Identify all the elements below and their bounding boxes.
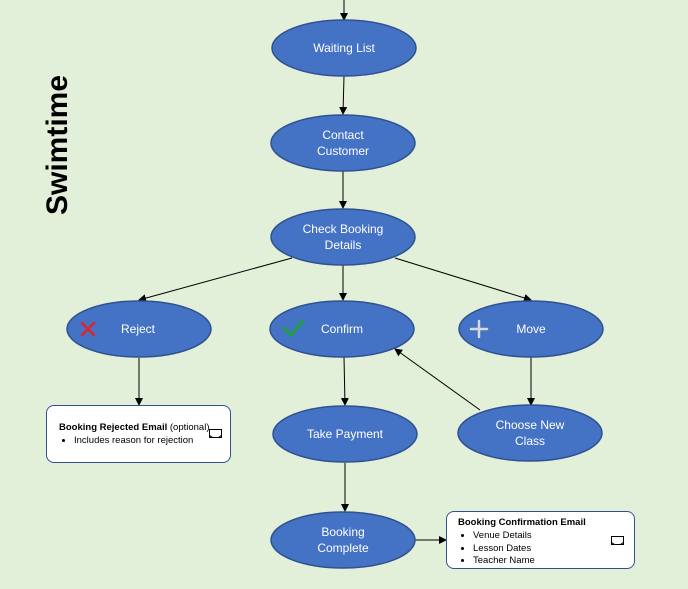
note-title: Booking Rejected Email (optional): [59, 422, 230, 433]
note-title-text: Booking Rejected Email: [59, 422, 168, 433]
node-label-line2: Complete: [317, 541, 369, 555]
node-label: Confirm: [321, 322, 363, 336]
list-item: Lesson Dates: [473, 543, 634, 556]
node-label-line2: Customer: [317, 144, 369, 158]
node-check-booking-details[interactable]: Check Booking Details: [270, 208, 416, 266]
node-label-line2: Details: [325, 238, 362, 252]
confirmation-email-note: Booking Confirmation Email Venue Details…: [446, 511, 635, 569]
node-choose-new-class[interactable]: Choose New Class: [457, 404, 603, 462]
list-item: Venue Details: [473, 530, 634, 543]
note-list: Includes reason for rejection: [59, 435, 230, 448]
note-list: Venue Details Lesson Dates Teacher Name: [458, 530, 634, 568]
arrow-choose-to-confirm: [394, 348, 481, 411]
checkmark-icon: [282, 319, 305, 337]
list-item: Includes reason for rejection: [74, 435, 230, 448]
arrow-check-to-move: [394, 257, 532, 302]
node-label: Move: [516, 322, 546, 336]
node-contact-customer[interactable]: Contact Customer: [270, 114, 416, 172]
cross-icon: [80, 321, 96, 337]
note-title-suffix: (optional): [167, 422, 210, 433]
envelope-icon: [209, 429, 222, 438]
note-title: Booking Confirmation Email: [458, 517, 586, 528]
node-label-line2: Class: [515, 434, 545, 448]
node-booking-complete[interactable]: Booking Complete: [270, 511, 416, 569]
node-waiting-list[interactable]: Waiting List: [271, 19, 417, 77]
plus-icon: [469, 319, 489, 339]
node-confirm[interactable]: Confirm: [269, 300, 415, 358]
node-reject[interactable]: Reject: [66, 300, 212, 358]
node-label-line1: Contact: [322, 128, 364, 142]
rejected-email-note: Booking Rejected Email (optional) Includ…: [46, 405, 231, 463]
node-label: Reject: [121, 322, 156, 336]
arrow-confirm-to-payment: [340, 356, 349, 406]
list-item: Teacher Name: [473, 555, 634, 568]
node-label-line1: Choose New: [496, 418, 565, 432]
node-label-line1: Check Booking: [303, 222, 384, 236]
envelope-icon: [611, 536, 624, 545]
connectors: [135, 0, 535, 544]
node-label: Waiting List: [313, 41, 375, 55]
page-title: Swimtime: [41, 74, 74, 216]
arrow-waiting-to-contact: [339, 75, 348, 115]
node-take-payment[interactable]: Take Payment: [272, 405, 418, 463]
node-label-line1: Booking: [321, 525, 364, 539]
node-label: Take Payment: [307, 427, 384, 441]
node-move[interactable]: Move: [458, 300, 604, 358]
arrow-check-to-reject: [138, 257, 293, 303]
